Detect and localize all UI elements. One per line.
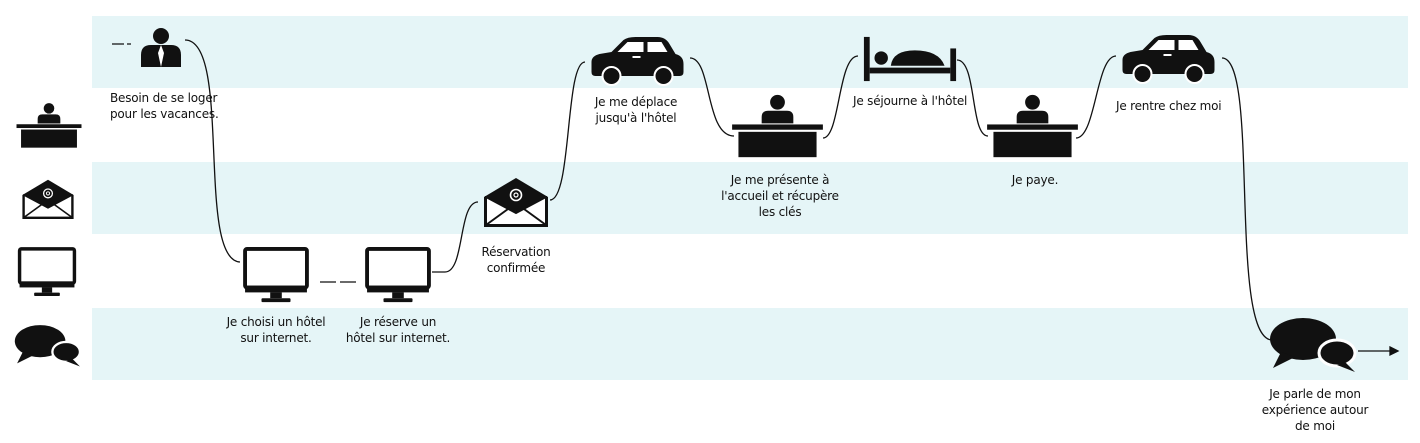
email-icon	[21, 178, 75, 220]
car-icon	[590, 35, 685, 86]
lane-band-social	[92, 308, 1408, 380]
journey-path	[112, 39, 1400, 357]
person-icon	[141, 28, 181, 67]
desk-person-icon	[987, 94, 1078, 158]
desk-person-icon	[16, 103, 82, 148]
email-icon	[483, 177, 549, 228]
step-label-travel: Je me déplace jusqu'à l'hôtel	[594, 95, 678, 125]
step-label-book: Je réserve un hôtel sur internet.	[345, 315, 451, 345]
lane-band-email	[92, 162, 1408, 234]
monitor-icon	[17, 247, 77, 298]
step-label-need: Besoin de se loger pour les vacances.	[110, 91, 219, 121]
desk-person-icon	[732, 94, 823, 158]
step-label-pay: Je paye.	[1011, 173, 1059, 187]
monitor-icon	[365, 246, 431, 304]
step-label-share: Je parle de mon expérience autour de moi	[1261, 387, 1369, 433]
lane-icons	[13, 103, 82, 368]
step-label-confirm: Réservation confirmée	[481, 245, 551, 275]
bed-icon	[863, 36, 957, 82]
monitor-icon	[243, 246, 309, 304]
step-label-checkin: Je me présente à l'accueil et récupère l…	[721, 173, 839, 219]
speech-bubbles-icon	[13, 323, 82, 368]
step-label-return: Je rentre chez moi	[1116, 99, 1222, 113]
step-label-choose: Je choisi un hôtel sur internet.	[226, 315, 326, 345]
speech-bubbles-icon	[1268, 316, 1357, 374]
car-icon	[1121, 33, 1216, 84]
step-label-stay: Je séjourne à l'hôtel	[853, 94, 968, 108]
